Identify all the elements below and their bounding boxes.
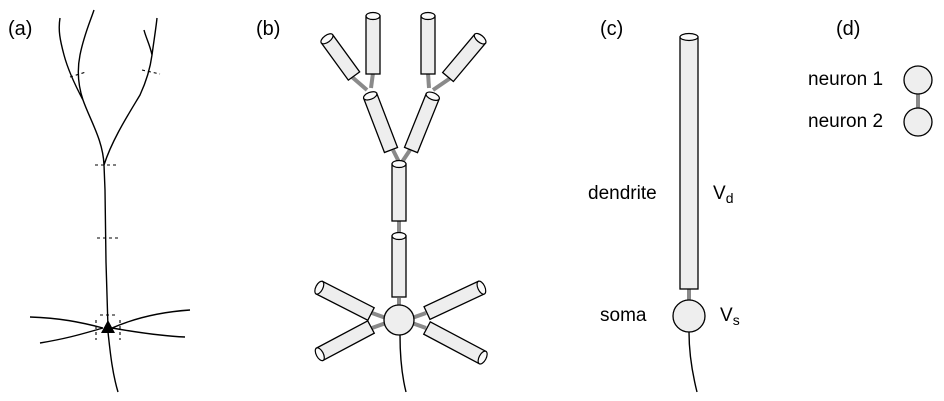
- panel-c-label: (c): [600, 18, 623, 40]
- compartment-tuft-3: [420, 11, 436, 75]
- neuron-1-label: neuron 1: [808, 69, 883, 90]
- compartment-basal-4: [422, 320, 488, 365]
- neuron-2-label: neuron 2: [808, 111, 883, 132]
- panel-b-label: (b): [256, 18, 280, 40]
- neuron-1-circle: [903, 65, 933, 95]
- vs-label: Vs: [720, 305, 740, 328]
- soma-compartment: [383, 304, 415, 336]
- compartment-basal-1: [314, 280, 376, 322]
- apical-dendrite: [58, 9, 158, 329]
- neuron-2-circle: [903, 107, 933, 137]
- compartment-tuft-4: [441, 32, 487, 83]
- axon-b: [399, 334, 407, 393]
- dendrite-label: dendrite: [588, 183, 657, 204]
- dendrite-compartment: [679, 32, 699, 290]
- axon: [107, 331, 119, 393]
- panel-d: (d) neuron 1 neuron 2: [808, 18, 933, 137]
- panel-a-label: (a): [8, 18, 32, 40]
- panel-a: (a): [8, 9, 191, 393]
- compartment-basal-2: [314, 319, 376, 362]
- compartment-branch-left: [362, 91, 399, 154]
- compartment-tuft-1: [320, 33, 361, 82]
- compartment-trunk-upper: [391, 159, 407, 222]
- soma-marker: [101, 320, 115, 333]
- compartment-trunk-lower: [391, 231, 407, 298]
- panel-d-label: (d): [836, 18, 860, 40]
- compartment-branch-right: [403, 91, 441, 154]
- soma-compartment-c: [672, 299, 706, 333]
- panel-c: (c) dendrite soma Vd Vs: [588, 18, 740, 393]
- compartment-tuft-2: [365, 11, 381, 75]
- panel-b: (b): [256, 11, 488, 393]
- compartment-basal-3: [423, 280, 487, 321]
- axon-c: [688, 331, 698, 393]
- compartment-boundaries: [69, 69, 161, 340]
- basal-dendrites: [29, 309, 191, 344]
- soma-label: soma: [600, 305, 647, 326]
- vd-label: Vd: [713, 183, 733, 206]
